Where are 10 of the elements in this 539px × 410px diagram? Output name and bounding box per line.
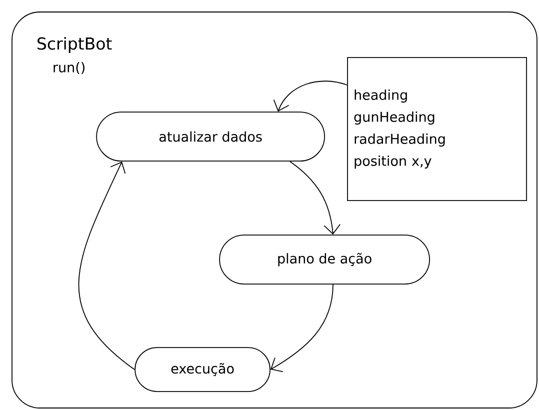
arrow bbox=[270, 284, 334, 372]
attribute-box: heading gunHeading radarHeading position x,y bbox=[347, 57, 527, 201]
class-name: ScriptBot bbox=[38, 37, 112, 53]
arrow bbox=[78, 162, 136, 370]
state-box: plano de ação bbox=[219, 234, 430, 284]
method-name: run() bbox=[54, 62, 84, 74]
state-box: atualizar dados bbox=[96, 112, 325, 162]
state-box: execução bbox=[134, 347, 270, 392]
arrow bbox=[273, 80, 348, 112]
arrow bbox=[290, 161, 341, 235]
